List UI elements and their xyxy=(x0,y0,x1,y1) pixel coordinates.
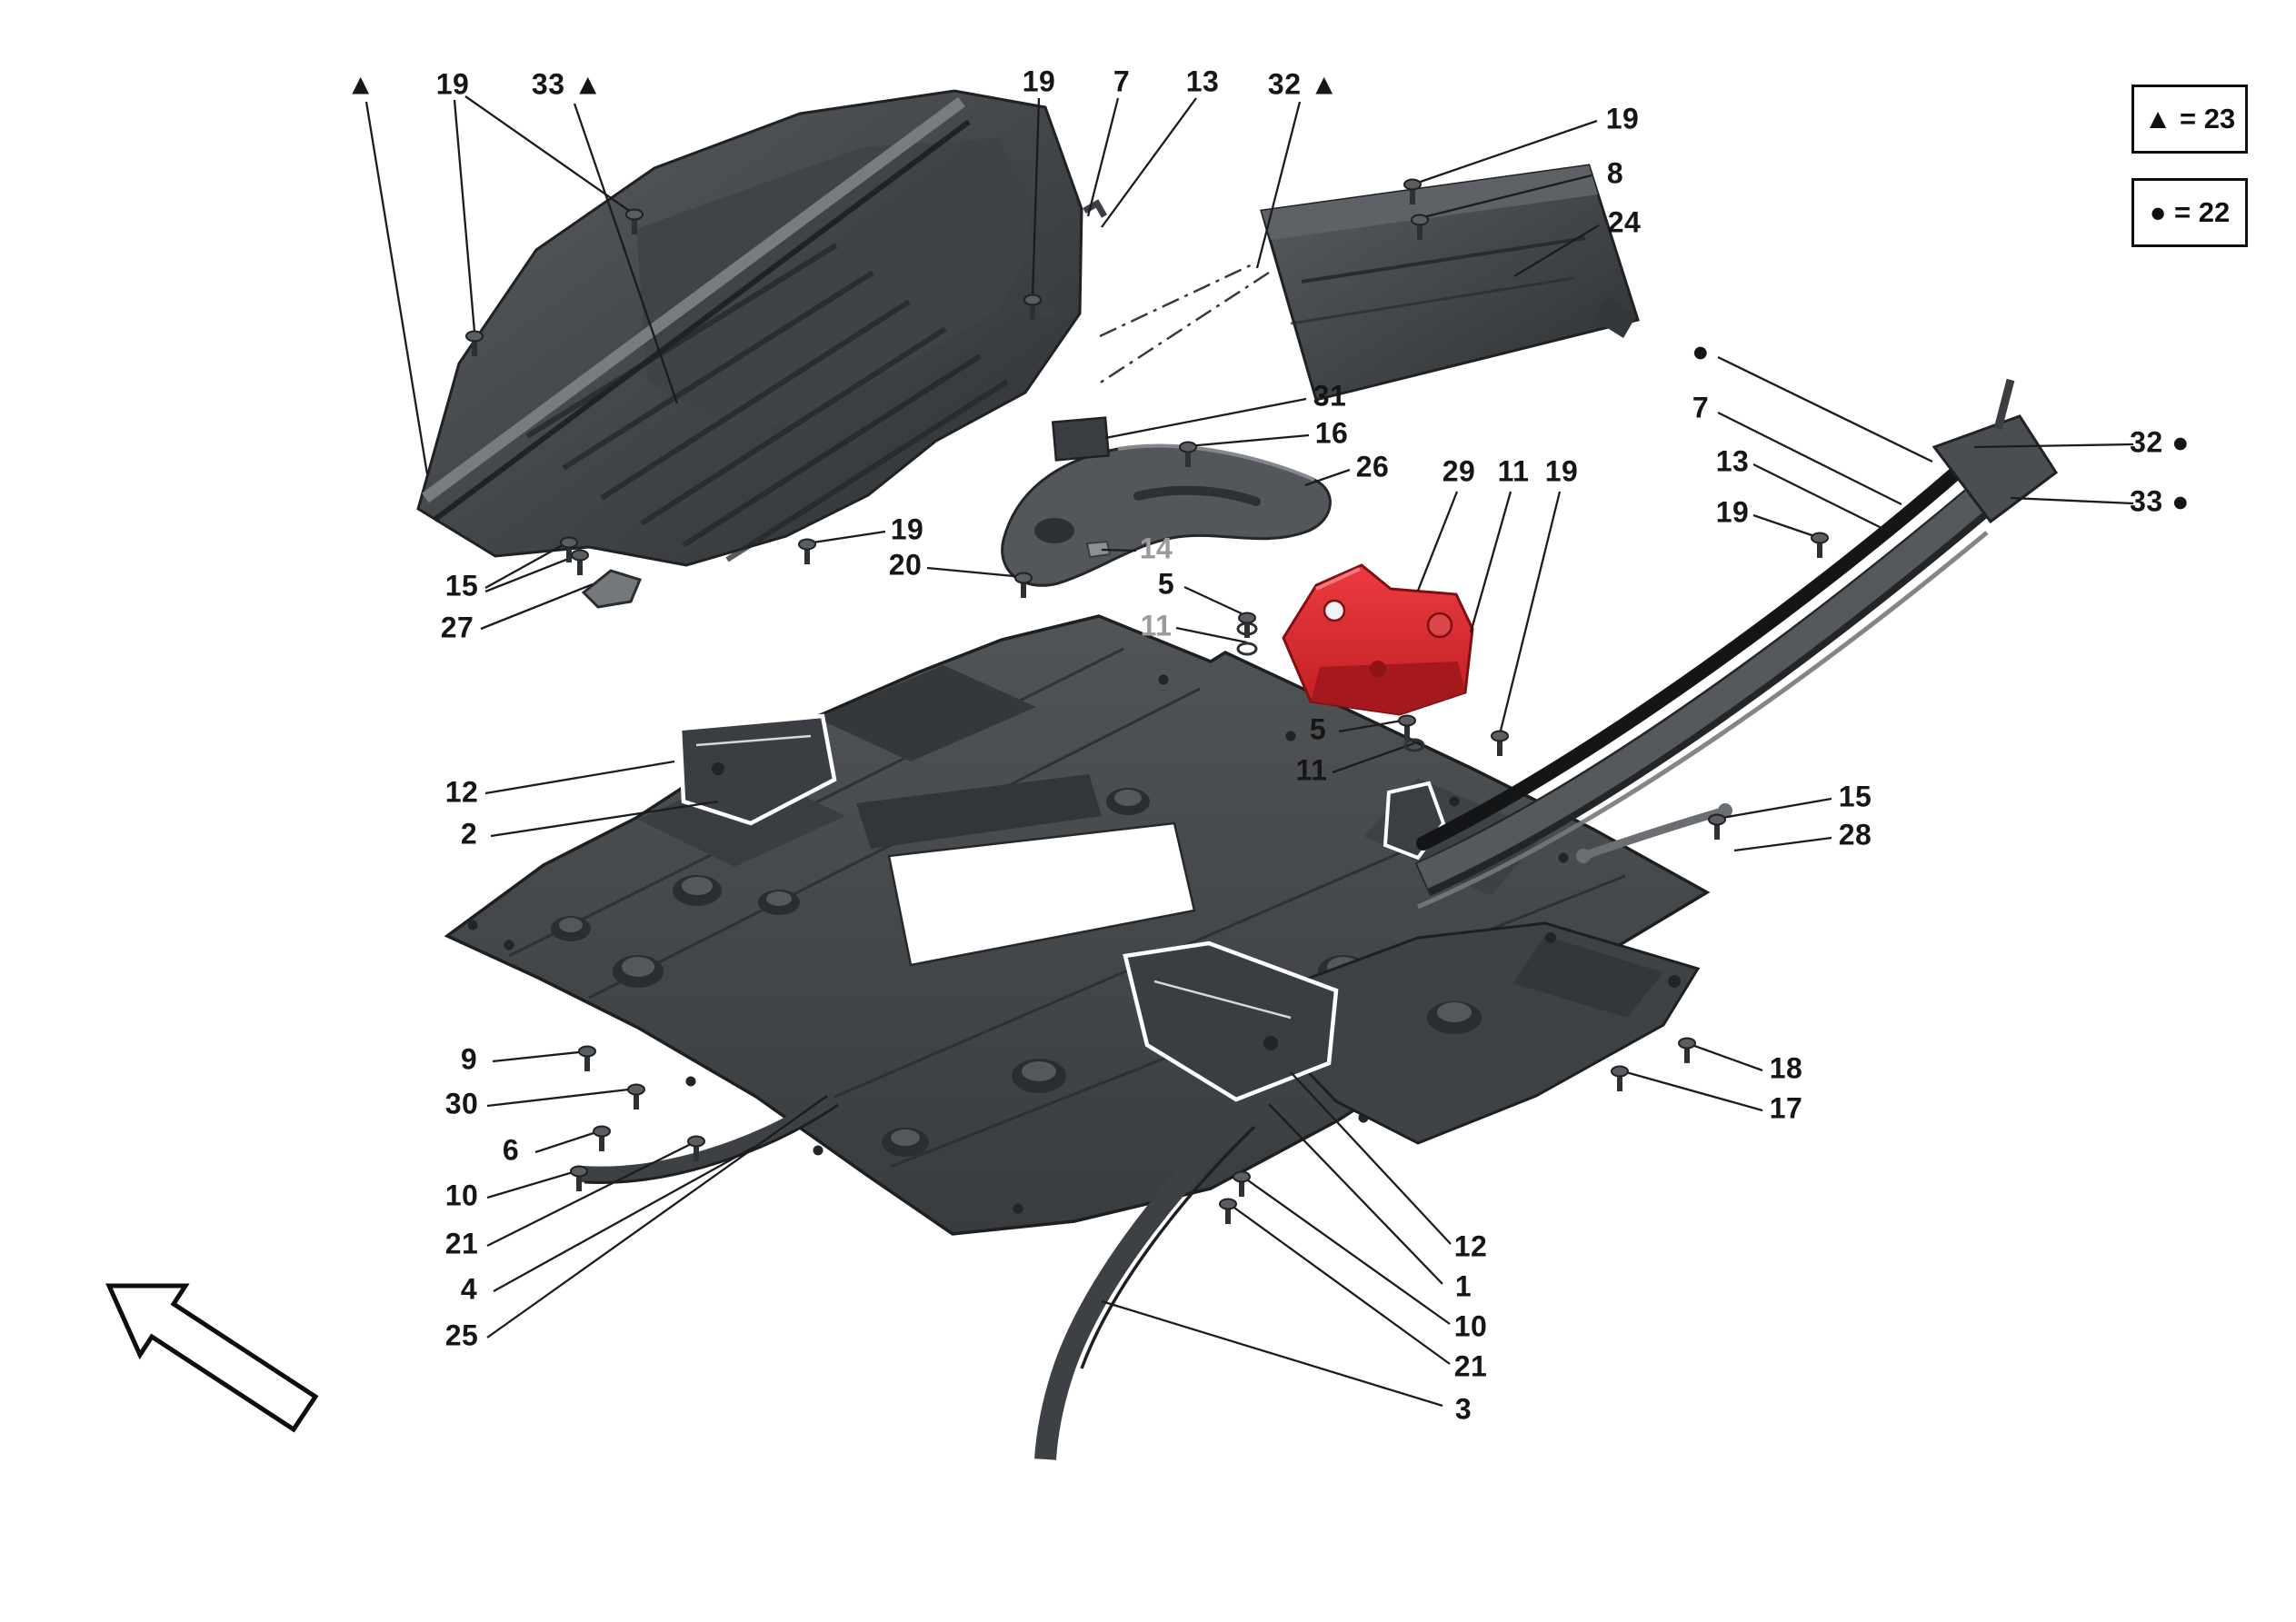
leader-line xyxy=(1255,101,1302,269)
leader-line xyxy=(453,99,476,333)
vent-hatching xyxy=(525,243,1009,562)
leader-line xyxy=(484,760,675,795)
leader-line xyxy=(1619,1069,1763,1112)
leader-line xyxy=(806,530,886,545)
washer-icon xyxy=(1236,642,1258,656)
leader-line xyxy=(490,800,719,838)
leader-line xyxy=(480,582,594,631)
small-bracket-27 xyxy=(581,569,643,609)
leader-line xyxy=(1733,836,1832,852)
leader-line xyxy=(1104,397,1307,440)
leader-lines xyxy=(364,95,2134,1408)
leader-line xyxy=(1752,463,1884,531)
legend-triangle-text: ▲ = 23 xyxy=(2143,103,2236,134)
leader-line xyxy=(1716,797,1832,821)
leader-line xyxy=(1187,433,1310,448)
leader-line xyxy=(1101,548,1137,552)
leader-line xyxy=(1717,411,1902,506)
leader-line xyxy=(484,540,570,590)
leader-line xyxy=(486,1169,580,1199)
leader-line xyxy=(1086,97,1120,217)
leader-line xyxy=(1031,97,1041,299)
highlighted-bracket-29 xyxy=(1282,563,1474,716)
legend-circle-count: ● = 22 xyxy=(2131,178,2248,247)
screw-icon xyxy=(572,551,588,576)
direction-arrow xyxy=(105,1283,319,1433)
floor-cutout xyxy=(887,821,1196,967)
leader-line xyxy=(1175,626,1248,644)
leader-line xyxy=(486,1139,697,1248)
screw-icon xyxy=(1709,815,1725,841)
leader-line xyxy=(1268,1103,1443,1285)
support-strip xyxy=(1576,803,1732,863)
screw-icon xyxy=(628,1085,644,1110)
legend-triangle-count: ▲ = 23 xyxy=(2131,85,2248,154)
rear-quarter-panel xyxy=(416,89,1255,609)
rear-floor-panel xyxy=(1269,921,1701,1145)
leader-line xyxy=(1469,491,1512,633)
leader-line xyxy=(1752,513,1821,540)
leader-line xyxy=(1241,1175,1451,1325)
leader-line xyxy=(1412,119,1598,186)
leader-line xyxy=(486,1095,828,1338)
legend-circle-text: ● = 22 xyxy=(2149,196,2231,228)
screw-icon xyxy=(1612,1067,1628,1092)
leader-line xyxy=(1419,174,1592,220)
side-sill xyxy=(1414,378,2059,910)
leader-line xyxy=(1290,1071,1452,1245)
screw-icon xyxy=(1679,1039,1695,1064)
gasket-pad-31 xyxy=(1051,416,1111,462)
trunk-shelf-panel xyxy=(1095,164,1640,402)
leader-line xyxy=(1973,443,2134,449)
leader-line xyxy=(573,103,679,404)
rear-mount-bracket xyxy=(1123,940,1339,1102)
screw-icon xyxy=(1492,731,1508,757)
leader-line xyxy=(1332,741,1415,774)
leader-line xyxy=(1101,97,1197,228)
leader-line xyxy=(1183,585,1248,618)
rear-arch-strip xyxy=(1034,1110,1256,1460)
leader-line xyxy=(534,1129,603,1154)
leader-line xyxy=(1686,1041,1763,1072)
leader-line xyxy=(464,95,635,215)
screw-icon xyxy=(1812,533,1828,559)
leader-line xyxy=(364,101,429,475)
leader-line xyxy=(1498,491,1562,735)
screw-icon xyxy=(1015,573,1032,599)
leader-line xyxy=(1338,718,1408,733)
clip-14 xyxy=(1085,540,1112,559)
screw-icon xyxy=(594,1127,610,1152)
sill-seal xyxy=(1416,467,1962,851)
leader-line xyxy=(926,566,1024,579)
leader-line xyxy=(1416,491,1459,592)
leader-line xyxy=(1304,468,1351,487)
leader-line xyxy=(493,1145,755,1293)
edge-seal-strip xyxy=(422,96,965,503)
leader-line xyxy=(2010,496,2134,505)
screw-icon xyxy=(799,540,815,565)
front-mount-bracket xyxy=(677,713,837,826)
screw-icon xyxy=(579,1047,595,1072)
screw-icon xyxy=(1233,1172,1250,1198)
leader-line xyxy=(484,552,581,593)
leader-line xyxy=(1227,1202,1451,1365)
screw-icon xyxy=(1220,1199,1236,1225)
front-arch-strip xyxy=(581,1090,839,1184)
washer-icon xyxy=(1403,738,1425,752)
leader-line xyxy=(492,1050,588,1063)
heat-shield xyxy=(1001,443,1332,587)
leader-line xyxy=(1717,355,1933,463)
leader-line xyxy=(1513,224,1600,277)
leader-line xyxy=(486,1087,637,1108)
leader-line xyxy=(1101,1299,1443,1408)
